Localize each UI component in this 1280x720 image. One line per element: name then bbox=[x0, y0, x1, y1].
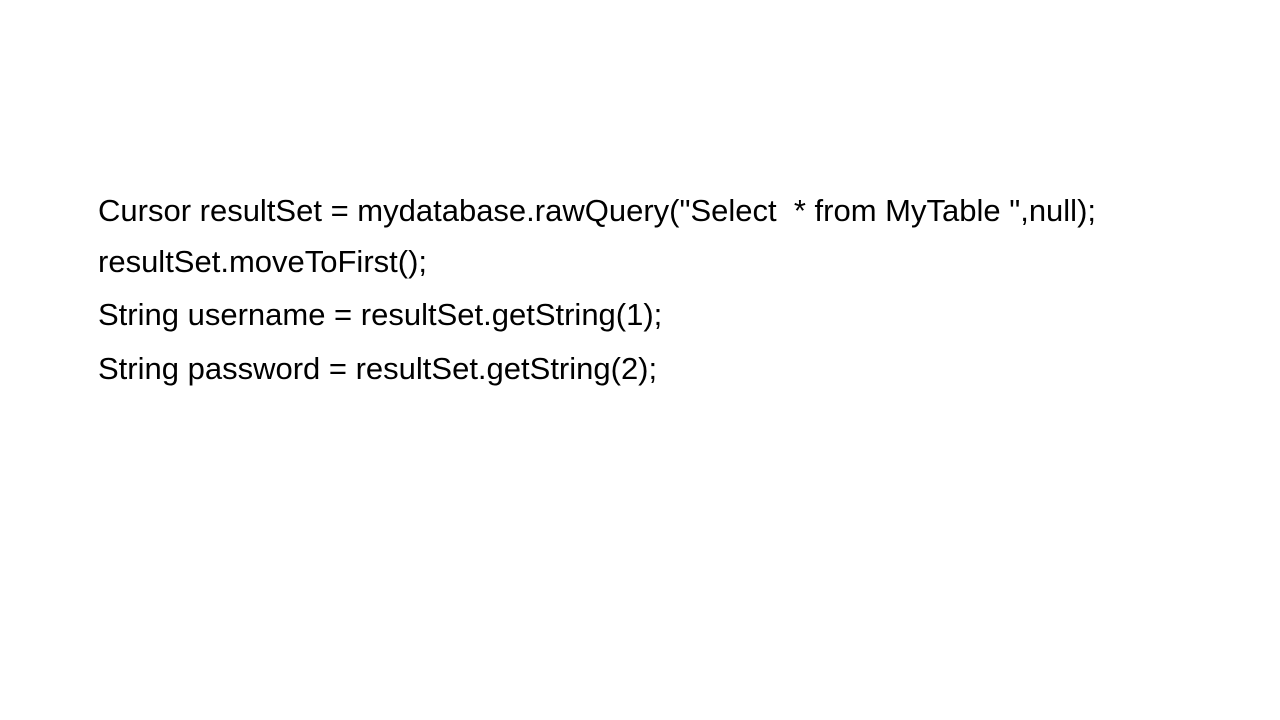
code-block: Cursor resultSet = mydatabase.rawQuery("… bbox=[98, 192, 1098, 403]
code-line-username: String username = resultSet.getString(1)… bbox=[98, 297, 663, 333]
code-line-cursor-query: Cursor resultSet = mydatabase.rawQuery("… bbox=[98, 193, 1097, 228]
code-line-move-to-first: resultSet.moveToFirst(); bbox=[98, 244, 428, 280]
code-line-password: String password = resultSet.getString(2)… bbox=[98, 350, 658, 386]
